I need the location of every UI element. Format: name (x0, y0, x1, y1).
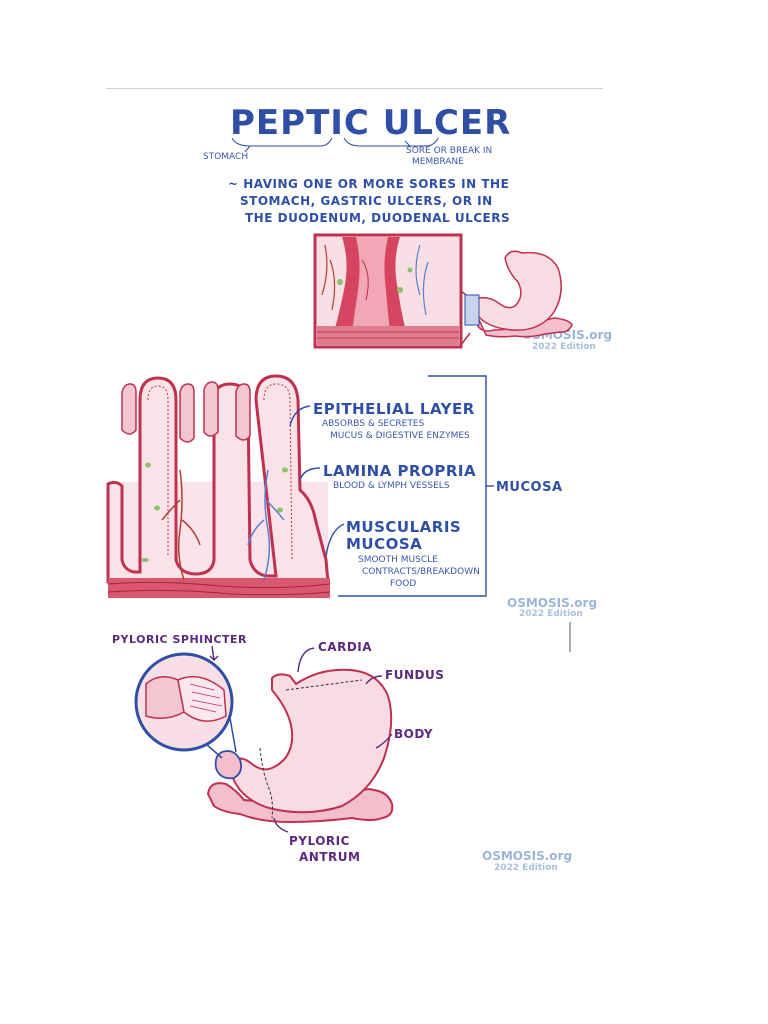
ulcer-zoom-box (315, 235, 470, 347)
sphincter-zoom-circle (136, 654, 236, 758)
small-stomach (465, 251, 572, 336)
villi-illustration (108, 376, 330, 598)
title-underlines (232, 138, 438, 152)
